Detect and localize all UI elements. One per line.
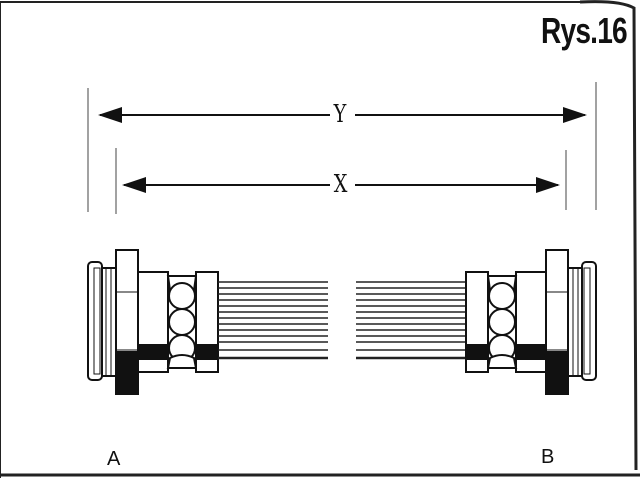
fitting-b: [465, 249, 597, 395]
figure-title: Rys.16: [541, 10, 628, 51]
end-label-a: A: [107, 448, 121, 470]
hose-right: [356, 281, 466, 360]
dimension-y-label: Y: [330, 100, 350, 128]
hose-left: [218, 281, 328, 360]
dimension-x-label: X: [330, 170, 351, 198]
extension-lines: [87, 82, 597, 214]
fitting-a: [87, 249, 219, 395]
end-label-b: B: [541, 446, 555, 468]
